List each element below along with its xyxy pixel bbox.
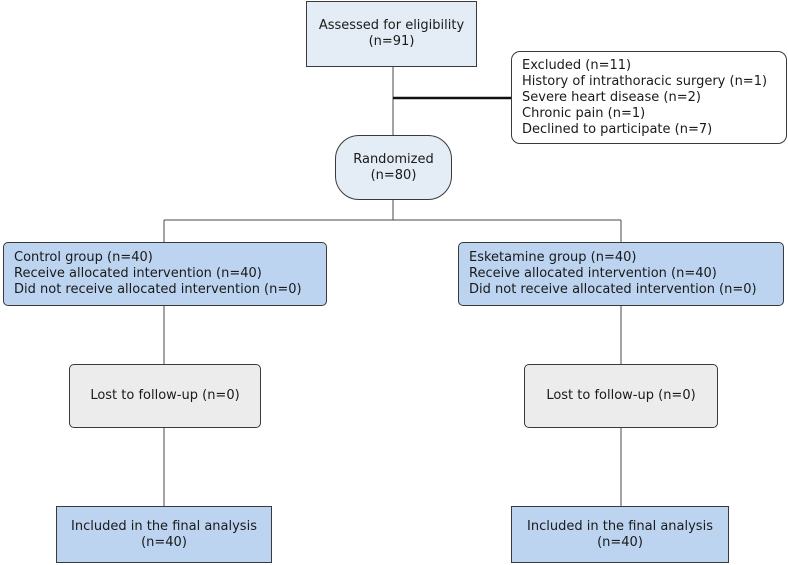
esketamine-followup-box: Lost to follow-up (n=0) xyxy=(524,364,718,428)
excluded-reason-heart: Severe heart disease (n=2) xyxy=(522,89,701,105)
randomized-count: (n=80) xyxy=(370,167,417,183)
randomized-box: Randomized (n=80) xyxy=(335,135,452,200)
control-received: Receive allocated intervention (n=40) xyxy=(14,266,262,281)
eligibility-box: Assessed for eligibility (n=91) xyxy=(306,1,477,67)
esketamine-received: Receive allocated intervention (n=40) xyxy=(469,266,717,281)
excluded-reason-pain: Chronic pain (n=1) xyxy=(522,105,646,121)
eligibility-title: Assessed for eligibility xyxy=(318,18,465,33)
control-analysis-box: Included in the final analysis (n=40) xyxy=(56,506,272,563)
excluded-reason-declined: Declined to participate (n=7) xyxy=(522,121,713,137)
esketamine-analysis-title: Included in the final analysis xyxy=(527,518,713,534)
control-followup-text: Lost to follow-up (n=0) xyxy=(90,388,240,403)
control-analysis-count: (n=40) xyxy=(141,534,187,550)
randomized-title: Randomized xyxy=(353,151,434,167)
eligibility-count: (n=91) xyxy=(368,34,415,49)
control-not-received: Did not receive allocated intervention (… xyxy=(14,282,302,297)
esketamine-not-received: Did not receive allocated intervention (… xyxy=(469,282,757,297)
control-followup-box: Lost to follow-up (n=0) xyxy=(69,364,261,428)
esketamine-group-title: Esketamine group (n=40) xyxy=(469,250,637,265)
esketamine-followup-text: Lost to follow-up (n=0) xyxy=(546,388,696,403)
esketamine-analysis-box: Included in the final analysis (n=40) xyxy=(511,506,729,563)
control-group-box: Control group (n=40) Receive allocated i… xyxy=(3,242,327,306)
excluded-total: Excluded (n=11) xyxy=(522,57,632,73)
control-analysis-title: Included in the final analysis xyxy=(71,518,257,534)
esketamine-analysis-count: (n=40) xyxy=(597,534,643,550)
esketamine-group-box: Esketamine group (n=40) Receive allocate… xyxy=(458,242,784,306)
excluded-box: Excluded (n=11) History of intrathoracic… xyxy=(511,51,787,144)
excluded-reason-surgery: History of intrathoracic surgery (n=1) xyxy=(522,73,768,89)
control-group-title: Control group (n=40) xyxy=(14,250,153,265)
